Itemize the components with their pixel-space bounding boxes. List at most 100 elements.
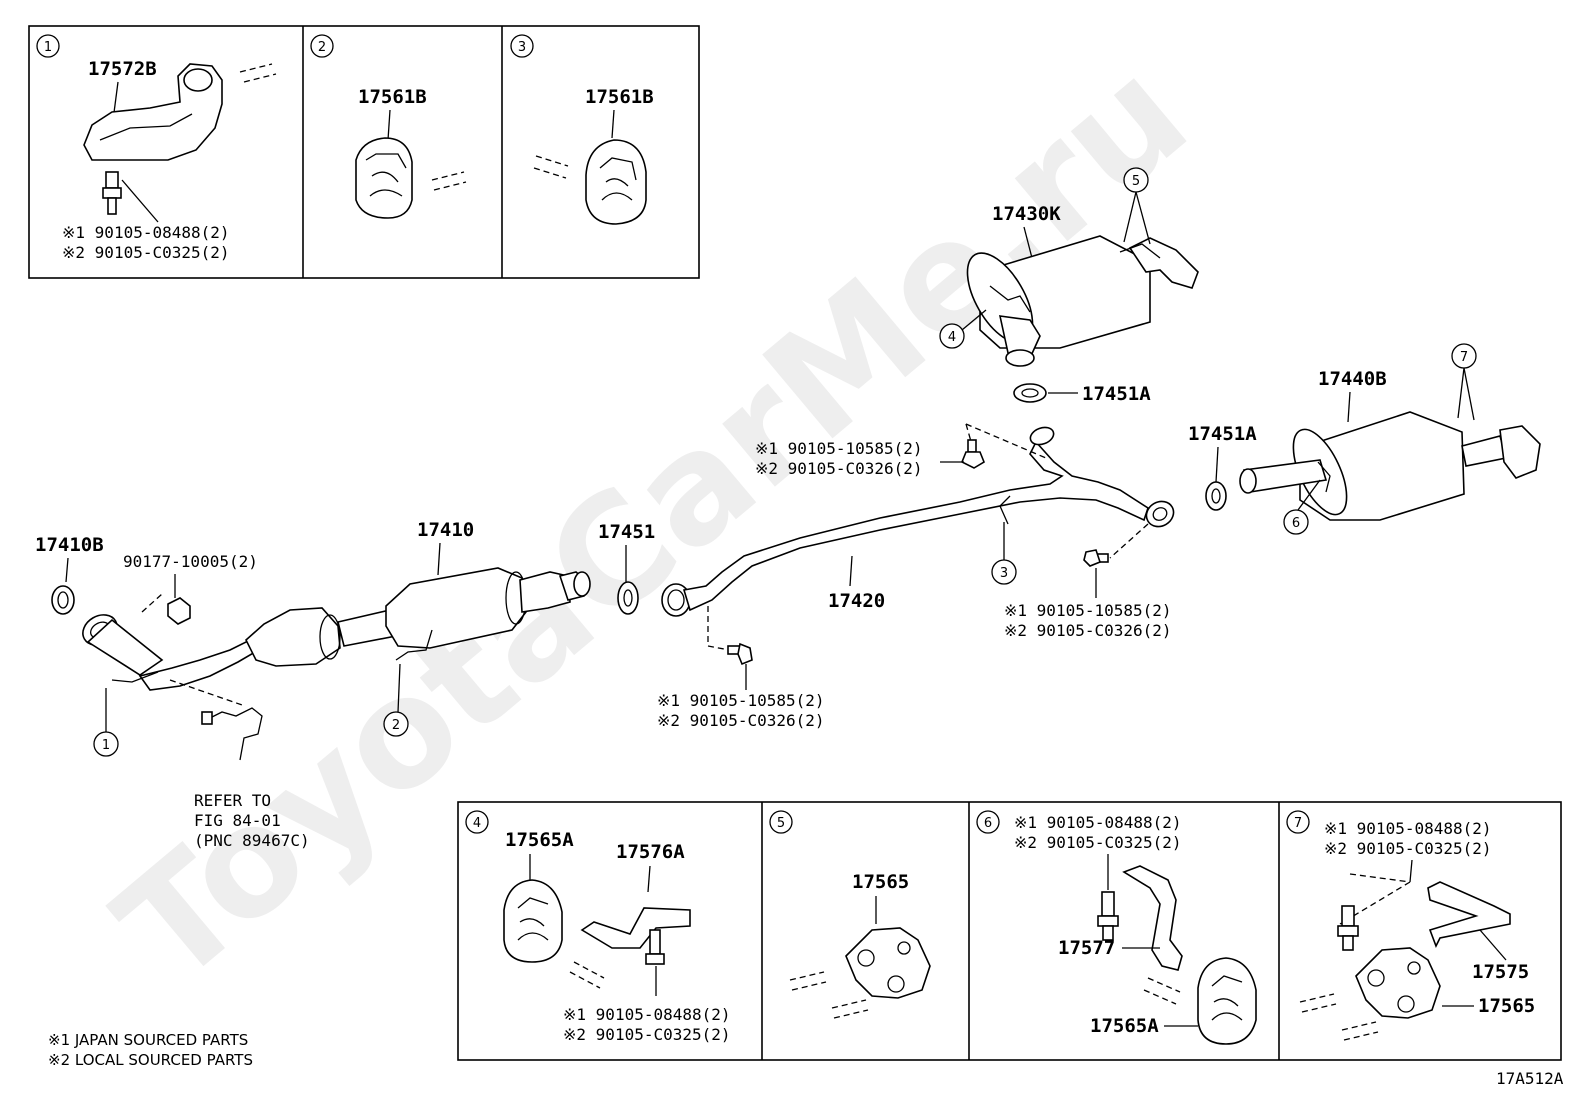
callout-2: 2 bbox=[383, 663, 409, 737]
svg-text:REFER TO: REFER TO bbox=[194, 791, 271, 810]
svg-text:※2 90105-C0326(2): ※2 90105-C0326(2) bbox=[1004, 621, 1172, 640]
muffler-17440B: 17440B bbox=[1239, 368, 1541, 521]
part-17451A[interactable]: 17451A bbox=[1082, 383, 1151, 405]
svg-text:3: 3 bbox=[518, 40, 526, 55]
part-17561B[interactable]: 17561B bbox=[585, 86, 654, 108]
svg-text:※2 90105-C0325(2): ※2 90105-C0325(2) bbox=[1324, 839, 1492, 858]
refer-note: REFER TO FIG 84-01 (PNC 89467C) bbox=[194, 791, 310, 850]
part-17430K[interactable]: 17430K bbox=[992, 203, 1061, 225]
part-17440B[interactable]: 17440B bbox=[1318, 368, 1387, 390]
rubber-hanger-17561B bbox=[355, 137, 413, 219]
svg-text:2: 2 bbox=[392, 718, 400, 733]
part-17561B[interactable]: 17561B bbox=[358, 86, 427, 108]
svg-text:90177-10005(2): 90177-10005(2) bbox=[123, 552, 258, 571]
rubber-hanger-17561B bbox=[585, 139, 647, 225]
callout-4-top: 4 bbox=[939, 309, 987, 349]
svg-text:※2 90105-C0325(2): ※2 90105-C0325(2) bbox=[62, 243, 230, 262]
svg-text:1: 1 bbox=[44, 40, 52, 55]
svg-text:※2 90105-C0326(2): ※2 90105-C0326(2) bbox=[755, 459, 923, 478]
svg-text:※1 90105-10585(2): ※1 90105-10585(2) bbox=[1004, 601, 1172, 620]
svg-text:FIG 84-01: FIG 84-01 bbox=[194, 811, 281, 830]
gasket-17410B: 17410B bbox=[35, 534, 104, 615]
svg-text:※2 LOCAL SOURCED PARTS: ※2 LOCAL SOURCED PARTS bbox=[48, 1051, 253, 1069]
bolt-icon bbox=[1097, 891, 1119, 941]
figure-code: 17A512A bbox=[1496, 1069, 1564, 1088]
bolt-group-front: ※1 90105-10585(2) ※2 90105-C0326(2) bbox=[657, 606, 825, 730]
detail-4: 4 17565A 17576A ※1 90105-08488(2) ※2 901… bbox=[465, 810, 731, 1044]
muffler-17430K: 17430K bbox=[966, 203, 1199, 367]
svg-text:※1 90105-10585(2): ※1 90105-10585(2) bbox=[755, 439, 923, 458]
svg-text:1: 1 bbox=[102, 738, 110, 753]
callout-6-top: 6 bbox=[1283, 479, 1321, 535]
bolt-group-rear: ※1 90105-10585(2) ※2 90105-C0326(2) bbox=[1004, 523, 1172, 640]
detail-box-bottom bbox=[457, 801, 1562, 1061]
rubber-block-17565 bbox=[1355, 947, 1441, 1019]
part-17577[interactable]: 17577 bbox=[1058, 937, 1115, 959]
part-17572B[interactable]: 17572B bbox=[88, 58, 157, 80]
svg-text:6: 6 bbox=[1292, 516, 1300, 531]
svg-text:4: 4 bbox=[948, 330, 956, 345]
callout-5-top: 5 bbox=[1123, 167, 1151, 245]
svg-text:※1 90105-10585(2): ※1 90105-10585(2) bbox=[657, 691, 825, 710]
gasket-17451: 17451 bbox=[598, 521, 655, 615]
svg-text:4: 4 bbox=[473, 816, 481, 831]
detail-1: 1 17572B ※1 90105-08488(2) ※2 90105-C032… bbox=[36, 34, 277, 262]
bolt-icon bbox=[1083, 549, 1109, 567]
bracket-17577 bbox=[1122, 865, 1183, 971]
part-17565[interactable]: 17565 bbox=[1478, 995, 1535, 1017]
svg-text:7: 7 bbox=[1460, 350, 1468, 365]
bolt-icon bbox=[102, 171, 122, 215]
part-17410[interactable]: 17410 bbox=[417, 519, 474, 541]
part-17451A[interactable]: 17451A bbox=[1188, 423, 1257, 445]
bracket-17576A bbox=[580, 907, 691, 949]
svg-text:※1 JAPAN SOURCED PARTS: ※1 JAPAN SOURCED PARTS bbox=[48, 1031, 248, 1049]
part-17420[interactable]: 17420 bbox=[828, 590, 885, 612]
detail-box-top bbox=[28, 25, 700, 279]
callout-7-top: 7 bbox=[1451, 343, 1477, 421]
svg-text:※2 90105-C0325(2): ※2 90105-C0325(2) bbox=[563, 1025, 731, 1044]
svg-text:※1 90105-08488(2): ※1 90105-08488(2) bbox=[563, 1005, 731, 1024]
detail-2: 2 17561B bbox=[310, 34, 467, 219]
detail-6: 6 ※1 90105-08488(2) ※2 90105-C0325(2) 17… bbox=[976, 810, 1257, 1045]
front-pipe-17410: 17410 bbox=[82, 519, 591, 691]
svg-text:※2 90105-C0326(2): ※2 90105-C0326(2) bbox=[657, 711, 825, 730]
center-pipe-17420: 17420 bbox=[661, 426, 1175, 617]
svg-text:※1 90105-08488(2): ※1 90105-08488(2) bbox=[1324, 819, 1492, 838]
svg-text:※1 90105-08488(2): ※1 90105-08488(2) bbox=[62, 223, 230, 242]
part-17565A[interactable]: 17565A bbox=[1090, 1015, 1159, 1037]
legend: ※1 JAPAN SOURCED PARTS ※2 LOCAL SOURCED … bbox=[48, 1031, 253, 1069]
svg-text:6: 6 bbox=[984, 816, 992, 831]
part-17565A[interactable]: 17565A bbox=[505, 829, 574, 851]
bolt-icon bbox=[960, 439, 985, 469]
svg-text:※1 90105-08488(2): ※1 90105-08488(2) bbox=[1014, 813, 1182, 832]
callout-1: 1 bbox=[93, 688, 119, 757]
bolt-icon bbox=[727, 642, 753, 666]
part-17565[interactable]: 17565 bbox=[852, 871, 909, 893]
part-17451[interactable]: 17451 bbox=[598, 521, 655, 543]
nut-90177: 90177-10005(2) bbox=[123, 552, 258, 625]
svg-text:5: 5 bbox=[777, 816, 785, 831]
svg-text:3: 3 bbox=[1000, 566, 1008, 581]
svg-text:2: 2 bbox=[318, 40, 326, 55]
bolt-icon bbox=[645, 929, 665, 965]
bolt-group-mid: ※1 90105-10585(2) ※2 90105-C0326(2) bbox=[755, 423, 1047, 478]
bolt-icon bbox=[1337, 905, 1359, 951]
svg-text:※2 90105-C0325(2): ※2 90105-C0325(2) bbox=[1014, 833, 1182, 852]
rubber-block-17565 bbox=[845, 927, 931, 999]
svg-text:5: 5 bbox=[1132, 174, 1140, 189]
part-17410B[interactable]: 17410B bbox=[35, 534, 104, 556]
detail-7: 7 ※1 90105-08488(2) ※2 90105-C0325(2) 17… bbox=[1286, 810, 1535, 1041]
svg-text:7: 7 bbox=[1294, 816, 1302, 831]
bracket-17575 bbox=[1427, 881, 1511, 948]
callout-3: 3 bbox=[991, 522, 1017, 585]
nut-icon bbox=[167, 597, 191, 625]
svg-text:(PNC 89467C): (PNC 89467C) bbox=[194, 831, 310, 850]
gasket-17451A-upper: 17451A bbox=[1013, 383, 1151, 405]
part-17576A[interactable]: 17576A bbox=[616, 841, 685, 863]
detail-5: 5 17565 bbox=[769, 810, 931, 1019]
detail-3: 3 17561B bbox=[510, 34, 654, 225]
gasket-17451A-right: 17451A bbox=[1188, 423, 1257, 511]
part-17575[interactable]: 17575 bbox=[1472, 961, 1529, 983]
oxygen-sensor bbox=[169, 679, 263, 761]
